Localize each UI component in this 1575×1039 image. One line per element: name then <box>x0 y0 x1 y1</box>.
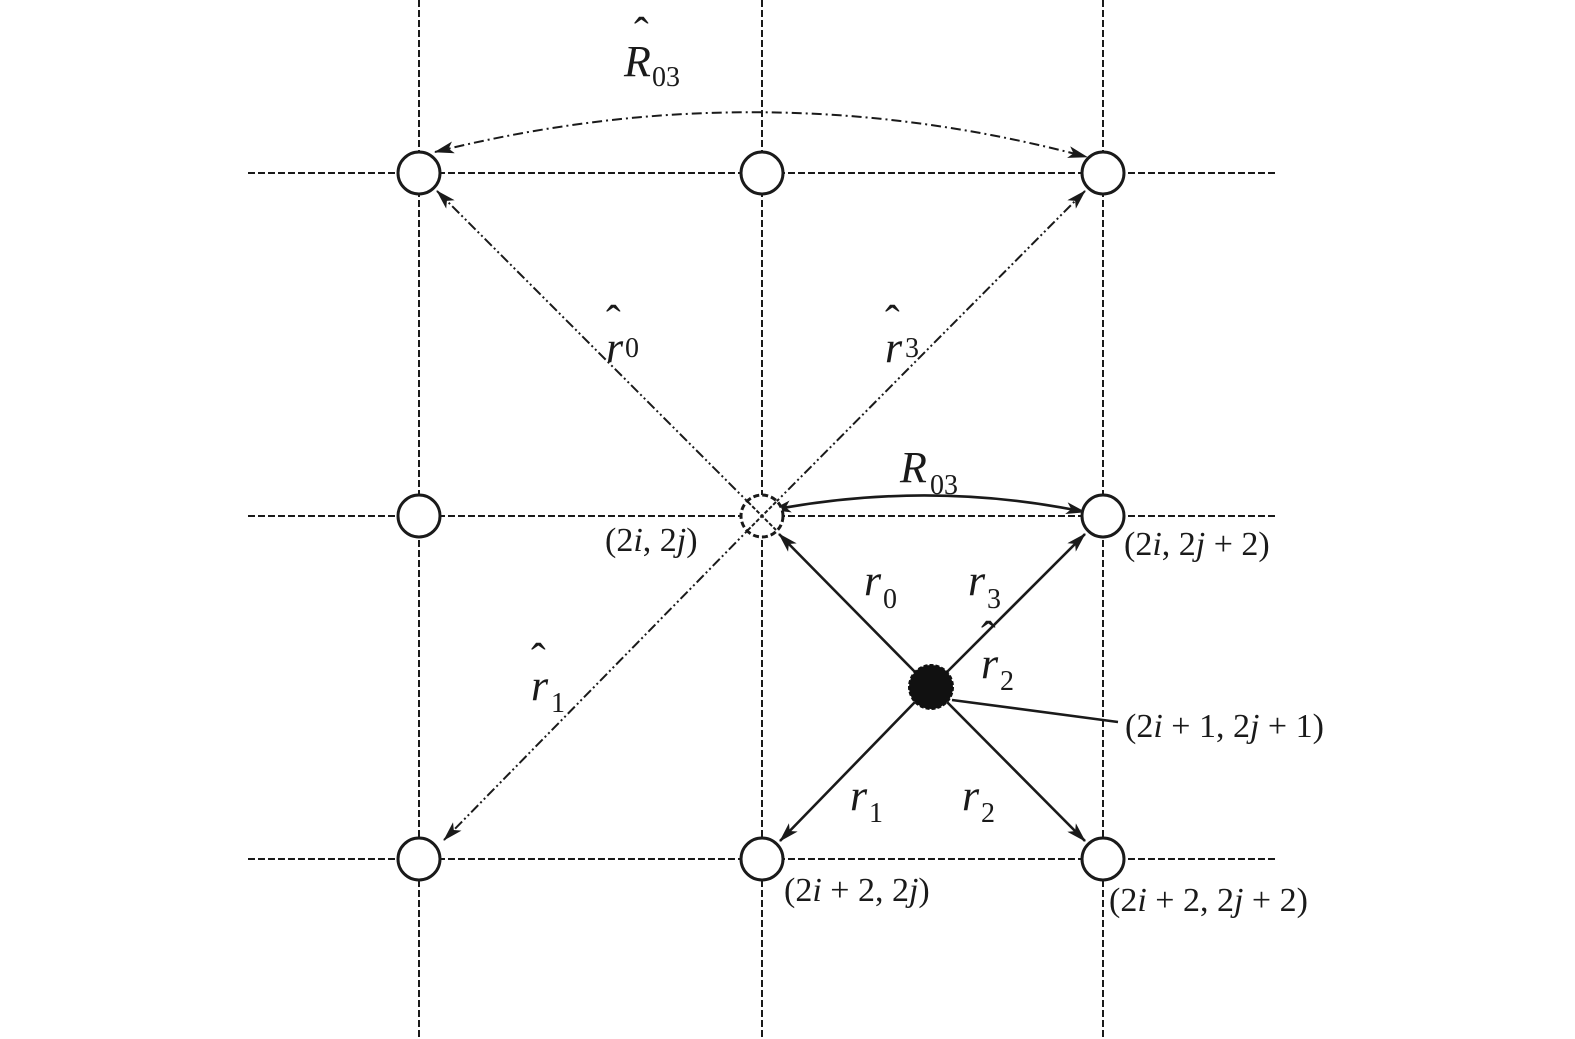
coord-2i-2j-plus-2: (2i, 2j + 2) <box>1124 526 1270 563</box>
leader-line-center <box>951 698 1119 724</box>
arrow-r-hat-1 <box>443 525 753 841</box>
svg-text:ˆ: ˆ <box>981 613 996 662</box>
arrow-r-hat-0 <box>436 190 753 507</box>
svg-text:r: r <box>962 771 980 820</box>
arrow-R-hat-03 <box>434 111 1088 158</box>
svg-text:R: R <box>623 37 651 86</box>
svg-text:r: r <box>531 661 549 710</box>
label-R-hat-03: R ˆ 03 <box>623 9 680 93</box>
arrow-r-0 <box>778 533 916 673</box>
svg-text:ˆ: ˆ <box>634 9 649 58</box>
svg-text:03: 03 <box>930 470 958 501</box>
label-r-0: r 0 <box>864 556 897 615</box>
r-arrows <box>771 494 1119 842</box>
label-r-hat-3: r ˆ 3 <box>885 297 919 372</box>
label-r-3: r 3 <box>968 556 1001 615</box>
svg-text:ˆ: ˆ <box>606 297 621 346</box>
grid-nodes <box>396 150 1126 882</box>
coord-2i-plus-2-2j: (2i + 2, 2j) <box>784 872 930 909</box>
coord-2i-plus-1-2j-plus-1: (2i + 1, 2j + 1) <box>1125 708 1324 745</box>
label-r-hat-0: r ˆ 0 <box>606 297 639 372</box>
node-bottom-right <box>1080 836 1126 882</box>
svg-text:1: 1 <box>869 798 883 829</box>
hat-r-arrows <box>434 111 1088 841</box>
arrow-r-3 <box>946 533 1086 673</box>
svg-text:03: 03 <box>652 62 680 93</box>
math-labels: R ˆ 03 r ˆ 0 r ˆ 3 r ˆ 1 r ˆ 2 R 03 r <box>531 9 1014 829</box>
coord-2i-2j: (2i, 2j) <box>605 522 698 559</box>
label-r-hat-1: r ˆ 1 <box>531 635 565 719</box>
label-r-1: r 1 <box>850 771 883 829</box>
node-middle-right <box>1080 493 1126 539</box>
svg-text:r: r <box>606 323 624 372</box>
svg-text:r: r <box>864 556 882 605</box>
node-bottom-left <box>396 836 442 882</box>
node-top-right <box>1080 150 1126 196</box>
svg-text:2: 2 <box>1000 666 1014 697</box>
node-center-filled <box>908 664 954 710</box>
node-bottom-middle <box>739 836 785 882</box>
node-top-left <box>396 150 442 196</box>
arrow-R-03 <box>771 494 1086 515</box>
arrow-r-2 <box>946 701 1086 842</box>
node-top-middle <box>739 150 785 196</box>
svg-text:1: 1 <box>551 688 565 719</box>
svg-text:3: 3 <box>987 584 1001 615</box>
arrow-r-hat-3 <box>771 190 1086 507</box>
svg-text:3: 3 <box>905 333 919 364</box>
svg-text:r: r <box>885 323 903 372</box>
coord-2i-plus-2-2j-plus-2: (2i + 2, 2j + 2) <box>1109 882 1308 919</box>
svg-text:0: 0 <box>883 584 897 615</box>
svg-text:r: r <box>968 556 986 605</box>
svg-text:r: r <box>850 771 868 820</box>
label-r-2: r 2 <box>962 771 995 829</box>
label-r-hat-2: r ˆ 2 <box>981 613 1014 697</box>
coordinate-labels: (2i, 2j) (2i, 2j + 2) (2i + 1, 2j + 1) (… <box>605 522 1324 919</box>
arrow-r-1 <box>779 701 916 842</box>
svg-text:0: 0 <box>625 333 639 364</box>
svg-text:ˆ: ˆ <box>531 635 546 684</box>
node-middle-left <box>396 493 442 539</box>
svg-text:R: R <box>899 443 927 492</box>
node-center-crossed <box>739 493 785 539</box>
svg-text:r: r <box>981 639 999 688</box>
label-R-03: R 03 <box>899 443 958 501</box>
svg-text:ˆ: ˆ <box>885 297 900 346</box>
svg-text:2: 2 <box>981 798 995 829</box>
